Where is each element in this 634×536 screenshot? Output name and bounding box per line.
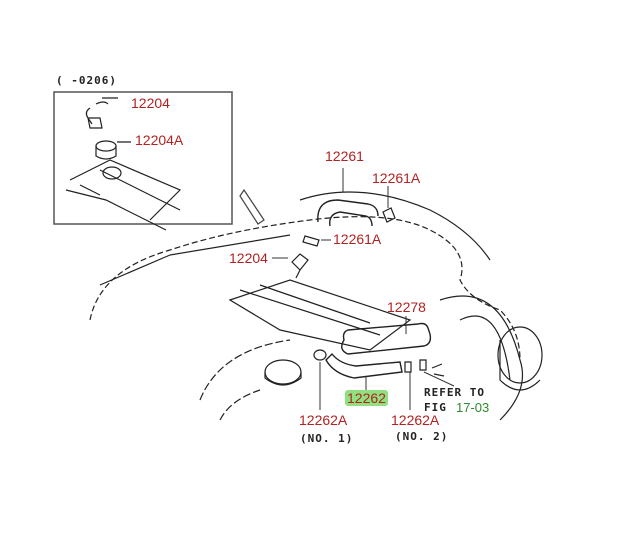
inset-box xyxy=(53,91,233,225)
part-12278-link[interactable]: 12278 xyxy=(387,299,426,315)
date-range-label: ( -0206) xyxy=(56,74,117,87)
part-12261A-mid-link[interactable]: 12261A xyxy=(333,231,382,247)
part-12261A-top-link[interactable]: 12261A xyxy=(372,170,421,186)
part-12204A-link[interactable]: 12204A xyxy=(135,132,184,148)
part-12204-inset-link[interactable]: 12204 xyxy=(131,95,170,111)
no2-note: (NO. 2) xyxy=(395,430,449,443)
fig-17-03-link[interactable]: 17-03 xyxy=(456,400,490,415)
refer-to-note: REFER TO xyxy=(424,386,485,399)
part-12262A-no2-link[interactable]: 12262A xyxy=(391,412,440,428)
part-12262A-no1-link[interactable]: 12262A xyxy=(299,412,348,428)
no1-note: (NO. 1) xyxy=(300,432,354,445)
part-12262-link-highlighted[interactable]: 12262 xyxy=(345,390,388,406)
fig-note: FIG xyxy=(424,401,447,414)
part-12261-link[interactable]: 12261 xyxy=(325,148,364,164)
part-12204-link[interactable]: 12204 xyxy=(229,250,268,266)
